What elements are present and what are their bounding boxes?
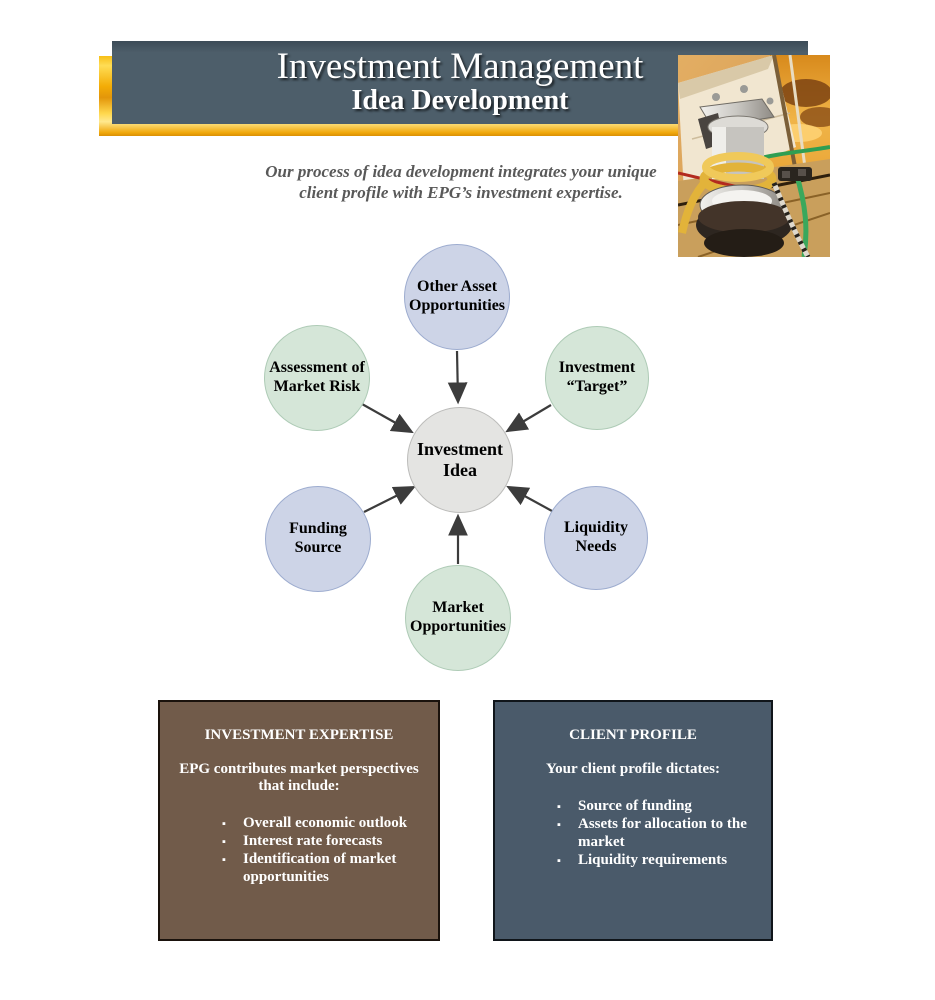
bullet-item: Overall economic outlook bbox=[222, 814, 430, 833]
arrow-top-right bbox=[505, 404, 552, 433]
bullet-item: Interest rate forecasts bbox=[222, 832, 430, 851]
bullet-item: Liquidity requirements bbox=[557, 851, 763, 870]
diagram-center-node: Investment Idea bbox=[407, 407, 513, 513]
arrow-top-left bbox=[361, 403, 414, 434]
client-profile-list: Source of funding Assets for allocation … bbox=[495, 797, 767, 870]
investment-expertise-intro: EPG contributes market perspectives that… bbox=[179, 761, 419, 794]
arrow-bottom-right bbox=[506, 485, 553, 512]
intro-line-2: client profile with EPG’s investment exp… bbox=[299, 183, 623, 202]
diagram-node-other-asset-opportunities: Other Asset Opportunities bbox=[404, 244, 510, 350]
bullet-item: Source of funding bbox=[557, 797, 763, 816]
sailboat-winch-photo bbox=[677, 54, 840, 259]
investment-expertise-list: Overall economic outlook Interest rate f… bbox=[160, 814, 434, 886]
client-profile-intro: Your client profile dictates: bbox=[545, 761, 720, 777]
arrow-top bbox=[447, 350, 468, 405]
diagram-node-investment-target: Investment “Target” bbox=[545, 326, 649, 430]
diagram-node-funding-source: Funding Source bbox=[265, 486, 371, 592]
investment-expertise-box: INVESTMENT EXPERTISE EPG contributes mar… bbox=[158, 700, 440, 941]
diagram-node-market-opportunities: Market Opportunities bbox=[405, 565, 511, 671]
slide-title: Investment Management bbox=[276, 46, 644, 87]
diagram-node-assessment-of-market-risk: Assessment of Market Risk bbox=[264, 325, 370, 431]
bullet-item: Assets for allocation to the market bbox=[557, 815, 763, 851]
sailboat-winch-photo-art bbox=[677, 54, 840, 259]
arrow-bottom-left bbox=[363, 486, 416, 513]
bullet-item: Identification of market opportunities bbox=[222, 850, 430, 886]
slide-subtitle: Idea Development bbox=[351, 85, 569, 116]
intro-line-1: Our process of idea development integrat… bbox=[265, 162, 657, 181]
client-profile-title: CLIENT PROFILE bbox=[569, 727, 697, 743]
diagram-node-liquidity-needs: Liquidity Needs bbox=[544, 486, 648, 590]
investment-expertise-title: INVESTMENT EXPERTISE bbox=[204, 727, 394, 743]
client-profile-box: CLIENT PROFILE Your client profile dicta… bbox=[493, 700, 773, 941]
intro-text: Our process of idea development integrat… bbox=[180, 161, 742, 203]
